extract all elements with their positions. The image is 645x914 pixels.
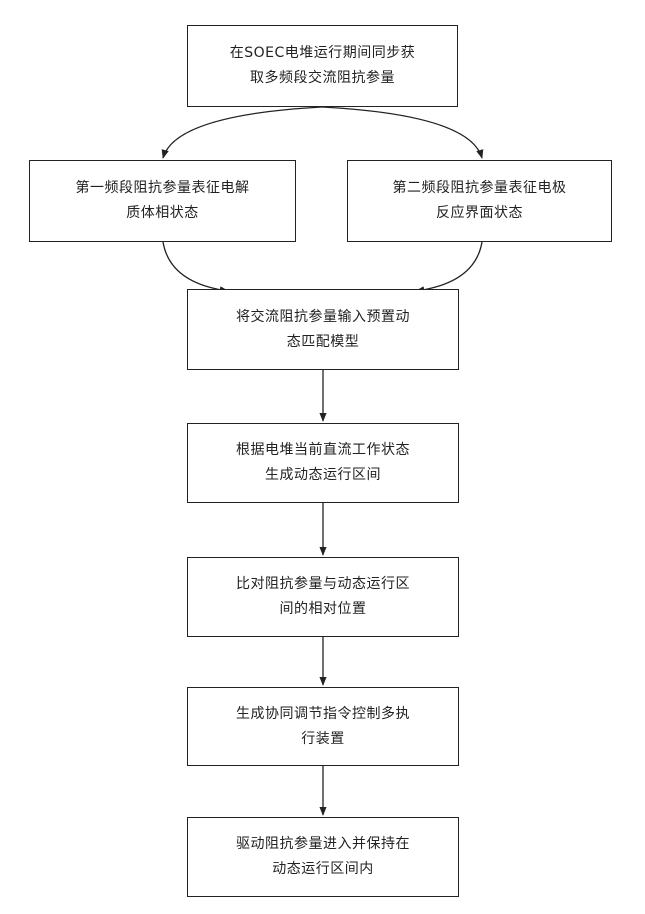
edge-n3-n4 bbox=[416, 242, 482, 291]
edge-n1-n2 bbox=[163, 107, 322, 158]
edge-n2-n4 bbox=[163, 242, 228, 291]
step-label: 第二频段阻抗参量表征电极 反应界面状态 bbox=[375, 176, 585, 226]
step-label: 在SOEC电堆运行期间同步获 取多频段交流阻抗参量 bbox=[212, 41, 434, 91]
step-box-control-actuators: 生成协同调节指令控制多执 行装置 bbox=[187, 687, 459, 766]
step-label: 将交流阻抗参量输入预置动 态匹配模型 bbox=[218, 305, 428, 355]
step-box-compare-position: 比对阻抗参量与动态运行区 间的相对位置 bbox=[187, 557, 459, 637]
step-label: 比对阻抗参量与动态运行区 间的相对位置 bbox=[218, 572, 428, 622]
step-label: 驱动阻抗参量进入并保持在 动态运行区间内 bbox=[218, 832, 428, 882]
step-label: 生成协同调节指令控制多执 行装置 bbox=[218, 702, 428, 752]
step-box-first-band: 第一频段阻抗参量表征电解 质体相状态 bbox=[29, 160, 296, 242]
edge-n1-n3 bbox=[322, 107, 482, 158]
step-label: 第一频段阻抗参量表征电解 质体相状态 bbox=[58, 176, 268, 226]
step-box-acquire-impedance: 在SOEC电堆运行期间同步获 取多频段交流阻抗参量 bbox=[187, 25, 458, 107]
step-box-second-band: 第二频段阻抗参量表征电极 反应界面状态 bbox=[347, 160, 612, 242]
step-label: 根据电堆当前直流工作状态 生成动态运行区间 bbox=[218, 438, 428, 488]
step-box-input-model: 将交流阻抗参量输入预置动 态匹配模型 bbox=[187, 289, 459, 370]
step-box-generate-interval: 根据电堆当前直流工作状态 生成动态运行区间 bbox=[187, 423, 459, 503]
step-box-maintain-interval: 驱动阻抗参量进入并保持在 动态运行区间内 bbox=[187, 817, 459, 897]
